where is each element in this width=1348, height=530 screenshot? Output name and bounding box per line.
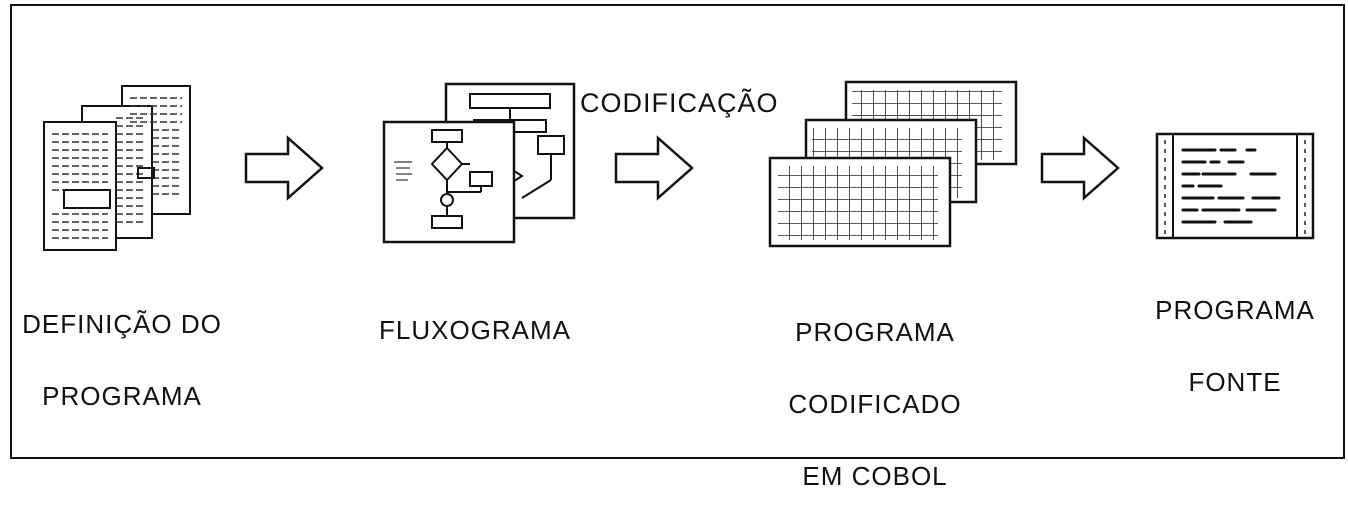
stage-label-flowchart: FLUXOGRAMA [370, 276, 580, 384]
arrow-right-icon [1040, 135, 1120, 201]
flowchart-icon [382, 82, 576, 244]
stage-label-line: CODIFICADO [788, 389, 962, 419]
stage-label-line: PROGRAMA [795, 317, 955, 347]
stage-label-coded-program: PROGRAMA CODIFICADO EM COBOL [770, 278, 980, 530]
coding-sheets-icon [768, 80, 1018, 248]
arrow-right-icon [244, 135, 324, 201]
stage-label-line: PROGRAMA [42, 381, 202, 411]
stage-label-line: EM COBOL [802, 461, 948, 491]
stage-label-line: FONTE [1188, 367, 1282, 397]
arrow-right-icon [614, 135, 694, 201]
stage-label-line: DEFINIÇÃO DO [22, 309, 222, 339]
stage-label-line: FLUXOGRAMA [378, 315, 572, 345]
stage-label-definition: DEFINIÇÃO DO PROGRAMA [4, 270, 240, 450]
stage-label-line: PROGRAMA [1155, 295, 1315, 325]
stage-label-source-program: PROGRAMA FONTE [1130, 256, 1340, 436]
source-listing-icon [1155, 132, 1315, 240]
document-stack-icon [43, 85, 191, 251]
connector-label: CODIFICAÇÃO [580, 88, 779, 118]
diagram-frame [10, 4, 1345, 459]
